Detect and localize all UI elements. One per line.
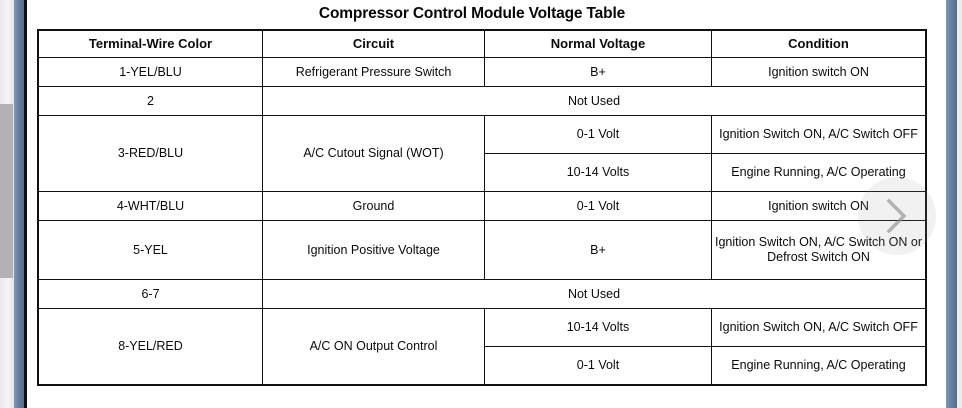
cell-voltage: B+ [484,220,712,280]
column-header-normal-voltage: Normal Voltage [484,30,712,58]
table-row: 10-14 Volts Engine Running, A/C Operatin… [39,153,926,192]
cell-voltage: 0-1 Volt [484,346,712,385]
cell-not-used: Not Used [262,279,926,309]
cell-circuit: A/C ON Output Control [262,308,485,385]
cell-circuit: A/C Cutout Signal (WOT) [262,115,485,192]
cell-voltage: 10-14 Volts [484,153,712,192]
cell-circuit: Ignition Positive Voltage [262,220,485,280]
cell-terminal: 3-RED/BLU [38,115,263,192]
cell-terminal: 8-YEL/RED [38,308,263,385]
table-row: 3-RED/BLU A/C Cutout Signal (WOT) 0-1 Vo… [38,115,926,192]
viewer-left-rail [14,0,24,408]
cell-terminal: 1-YEL/BLU [38,57,263,87]
cell-terminal: 4-WHT/BLU [38,191,263,221]
cell-circuit: Ground [262,191,485,221]
table-row: 0-1 Volt Engine Running, A/C Operating [39,346,926,385]
table-row: 6-7 Not Used [38,279,926,309]
cell-terminal: 2 [38,86,263,116]
cell-voltage: 0-1 Volt [484,191,712,221]
cell-voltage: 0-1 Volt [484,115,712,154]
viewer-right-gutter [957,0,962,408]
document-page: Compressor Control Module Voltage Table … [27,0,946,408]
table-body: 1-YEL/BLU Refrigerant Pressure Switch B+… [38,57,926,385]
table-row: 4-WHT/BLU Ground 0-1 Volt Ignition switc… [38,191,926,221]
table-row: 1-YEL/BLU Refrigerant Pressure Switch B+… [38,57,926,87]
table-header-row: Terminal-Wire Color Circuit Normal Volta… [38,30,926,58]
cell-condition: Engine Running, A/C Operating [711,153,926,192]
table-row: 2 Not Used [38,86,926,116]
column-header-condition: Condition [711,30,926,58]
vertical-scrollbar-thumb[interactable] [0,104,13,278]
cell-condition: Ignition Switch ON, A/C Switch OFF [711,308,926,347]
cell-condition: Ignition switch ON [711,57,926,87]
page-title: Compressor Control Module Voltage Table [318,5,626,22]
column-header-terminal-wire-color: Terminal-Wire Color [38,30,263,58]
cell-circuit: Refrigerant Pressure Switch [262,57,485,87]
viewer-left-rail-edge [24,0,27,408]
cell-condition: Engine Running, A/C Operating [711,346,926,385]
cell-not-used: Not Used [262,86,926,116]
cell-condition: Ignition Switch ON, A/C Switch OFF [711,115,926,154]
compressor-control-module-voltage-table: Terminal-Wire Color Circuit Normal Volta… [37,29,927,386]
next-page-button[interactable] [858,177,936,255]
column-header-circuit: Circuit [262,30,485,58]
chevron-right-icon [884,197,910,235]
cell-voltage: B+ [484,57,712,87]
table-row: 8-YEL/RED A/C ON Output Control 10-14 Vo… [38,308,926,385]
table-row: 5-YEL Ignition Positive Voltage B+ Ignit… [38,220,926,280]
cell-terminal: 6-7 [38,279,263,309]
cell-voltage: 10-14 Volts [484,308,712,347]
viewer-right-rail [946,0,957,408]
cell-terminal: 5-YEL [38,220,263,280]
